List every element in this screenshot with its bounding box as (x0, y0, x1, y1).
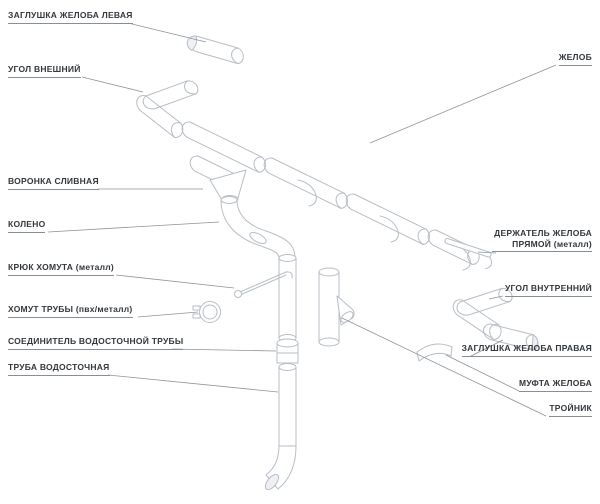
leader-clamp-hook (115, 274, 235, 289)
leader-pipe-clamp (137, 311, 199, 318)
leader-end-cap-left (127, 22, 207, 43)
label-downpipe: ТРУБА ВОДОСТОЧНАЯ (8, 362, 110, 376)
leader-gutter (369, 64, 557, 144)
label-tee: ТРОЙНИК (549, 403, 592, 417)
label-connector: СОЕДИНИТЕЛЬ ВОДОСТОЧНОЙ ТРУБЫ (8, 336, 184, 350)
leader-tee (341, 317, 547, 417)
label-clamp-hook: КРЮК ХОМУТА (металл) (8, 262, 115, 276)
part-clamp-hook (234, 271, 293, 298)
label-coupling: МУФТА ЖЕЛОБА (519, 378, 592, 392)
leader-outer-corner (81, 76, 144, 93)
label-inner-corner: УГОЛ ВНУТРЕННИЙ (504, 283, 592, 297)
part-tee (318, 267, 355, 347)
leader-holder (477, 251, 497, 254)
label-gutter: ЖЕЛОБ (558, 52, 592, 66)
leader-inner-corner (488, 295, 504, 300)
label-outer-corner: УГОЛ ВНЕШНИЙ (8, 64, 81, 78)
leader-elbow (47, 221, 220, 233)
label-end-cap-left: ЗАГЛУШКА ЖЕЛОБА ЛЕВАЯ (8, 10, 133, 24)
label-pipe-clamp: ХОМУТ ТРУБЫ (пвх/металл) (8, 304, 133, 318)
leader-coupling (445, 354, 520, 392)
label-holder-straight: ДЕРЖАТЕЛЬ ЖЕЛОБА ПРЯМОЙ (металл) (492, 228, 592, 253)
part-pipe-connector (276, 338, 299, 364)
label-end-cap-right: ЗАГЛУШКА ЖЕЛОБА ПРАВАЯ (461, 343, 592, 357)
part-outlet-elbow (264, 445, 297, 491)
part-pipe-clamp (192, 301, 221, 323)
leader-connector (171, 348, 277, 352)
part-gutter-end-cap-right (481, 322, 541, 352)
leader-downpipe (107, 374, 279, 393)
leader-end-cap-right (470, 339, 504, 357)
part-gutter-coupling (416, 343, 453, 362)
label-elbow: КОЛЕНО (8, 219, 46, 233)
label-funnel: ВОРОНКА СЛИВНАЯ (8, 176, 99, 190)
